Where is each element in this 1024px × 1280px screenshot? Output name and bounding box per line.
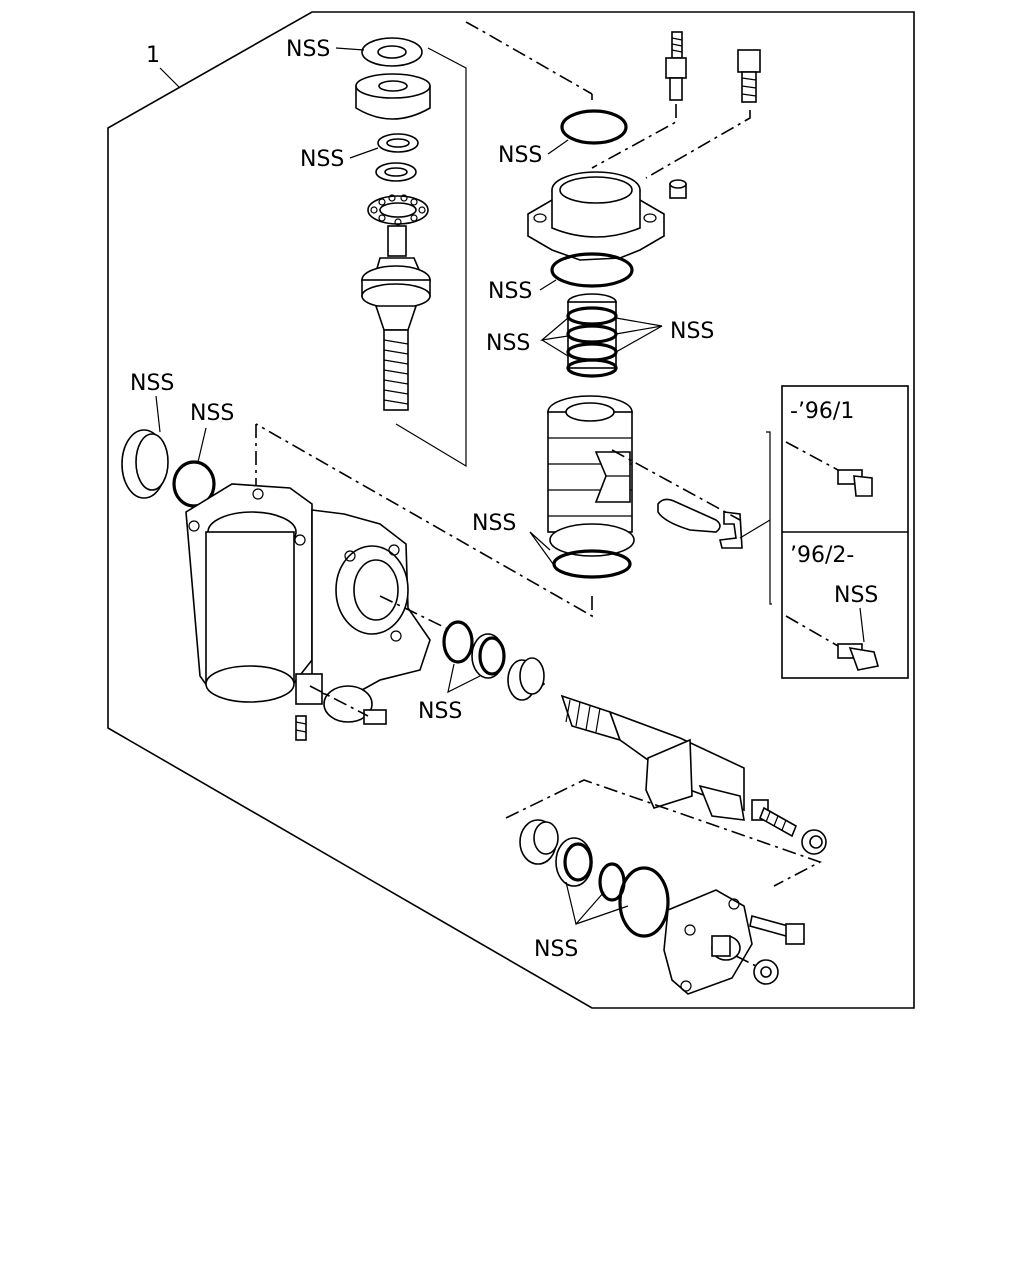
nss-label-o-ring-housing: NSS [488,279,532,304]
ball-guide-tube-part [657,498,743,549]
seal-cover-part [361,37,423,67]
lower-oil-seal-part [555,837,593,887]
bolt-late-part [785,615,880,671]
needle-bearing-lower-part [519,819,559,865]
assembly-callout-leader [159,67,181,89]
side-seal-part [121,429,169,499]
nss-label-valve-seals-right: NSS [670,319,714,344]
nss-label-side-o-ring: NSS [190,401,234,426]
nss-label-sector-seals: NSS [418,699,462,724]
adjust-screw-part [751,799,798,838]
assembly-boundary [107,11,915,1009]
piston-ring-lower-part [552,549,632,579]
gear-housing-part [185,483,431,723]
o-ring-housing-part [550,252,634,288]
housing-plug-part [309,685,387,725]
housing-set-screw-part [295,715,307,741]
sector-shaft-part [560,694,745,821]
input-shaft-group-bracket [395,47,467,468]
nss-label-valve-seals-left: NSS [486,331,530,356]
inset-row-2-nss-label: NSS [834,583,878,608]
sector-seal-ring-1-part [442,620,474,664]
bearing-race-part [375,162,417,182]
stud-bolt-left [665,31,687,101]
rack-piston-part [547,395,633,533]
nss-label-o-ring-top: NSS [498,143,542,168]
needle-bearing-upper-part [507,657,546,701]
worm-shaft-part [361,225,431,411]
side-cover-group-bracket [505,779,823,887]
valve-housing-plug-part [669,179,687,199]
side-cover-nut-part [753,959,779,985]
o-ring-top-part [560,109,628,145]
side-o-ring-part [172,460,216,508]
inset-row-2-label: ’96/2- [790,543,854,568]
valve-seal-rings-part [566,293,618,378]
side-cover-bolt-part [749,914,805,945]
stud-bolt-right [737,49,761,103]
year-variant-inset [739,385,909,679]
ball-bearing-part [367,194,429,226]
oil-seal-part [377,133,419,153]
sector-oil-seal-part [471,633,506,679]
bolt-early-part [785,441,873,497]
assembly-callout-1: 1 [146,43,160,68]
inset-row-1-label: -’96/1 [790,399,854,424]
nss-label-lower-seals: NSS [534,937,578,962]
nss-label-oil-seal: NSS [300,147,344,172]
nss-label-piston-rings: NSS [472,511,516,536]
piston-ring-upper-part [549,523,635,557]
valve-housing-part [527,171,665,261]
lock-nut-part [801,829,827,855]
valve-housing-group-bracket [465,21,593,95]
side-cover-part [663,889,761,995]
nss-label-seal-cover: NSS [286,37,330,62]
lower-o-ring-large-part [618,866,670,938]
nss-label-side-seal: NSS [130,371,174,396]
adjusting-plug-part [355,73,431,120]
